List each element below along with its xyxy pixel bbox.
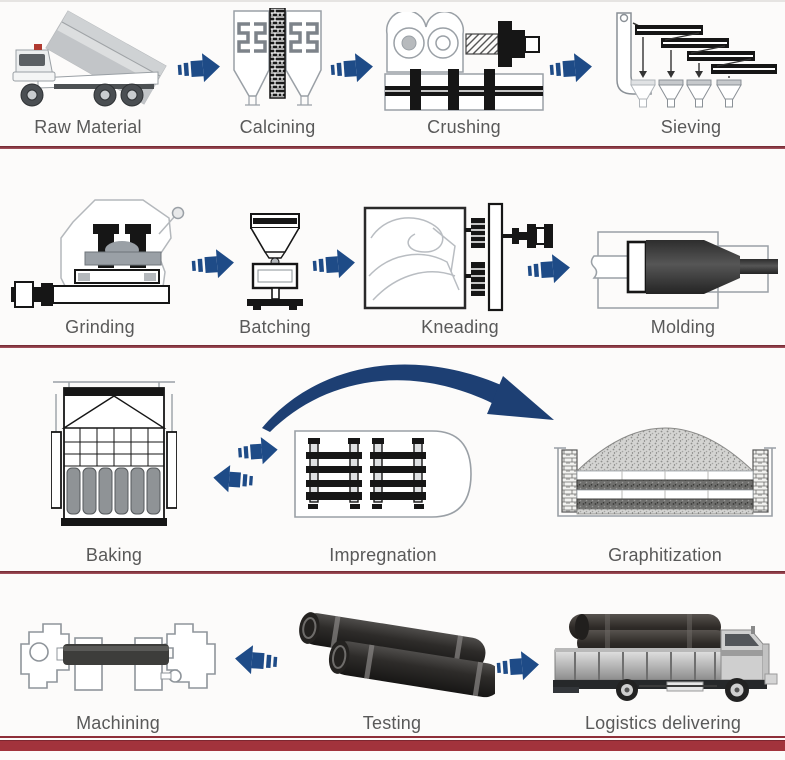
- step-label: Batching: [239, 317, 311, 337]
- machining-lathe-icon: [20, 623, 216, 691]
- delivery-truck-icon: [553, 614, 778, 702]
- step-label: Machining: [76, 713, 160, 733]
- step-sieving: Sieving: [602, 4, 780, 138]
- flow-arrow-right-icon: [177, 53, 220, 83]
- step-calcining: Calcining: [230, 6, 325, 138]
- row-divider: [0, 345, 785, 348]
- step-molding: Molding: [586, 182, 780, 338]
- step-crushing: Crushing: [380, 6, 548, 138]
- step-graphitization: Graphitization: [552, 378, 778, 566]
- step-label: Baking: [85, 545, 143, 565]
- step-baking: Baking: [50, 378, 178, 566]
- step-label: Grinding: [65, 317, 135, 337]
- batching-scale-icon: [247, 213, 303, 310]
- baking-furnace-icon: [51, 381, 177, 526]
- step-kneading: Kneading: [362, 182, 558, 338]
- step-label: Crushing: [427, 117, 501, 137]
- flow-arrow-right-icon: [191, 249, 234, 279]
- flow-arrow-left-icon: [213, 465, 253, 493]
- sieving-screens-icon: [616, 12, 777, 108]
- impregnation-autoclave-icon: [294, 430, 472, 518]
- step-label: Testing: [362, 713, 422, 733]
- step-label: Raw Material: [34, 117, 142, 137]
- step-logistics-delivering: Logistics delivering: [546, 582, 780, 734]
- kneading-mixer-icon: [363, 202, 553, 312]
- calcining-silos-icon: [233, 8, 322, 106]
- step-testing: Testing: [288, 582, 496, 734]
- row-divider: [0, 146, 785, 149]
- bottom-divider-line: [0, 736, 785, 738]
- step-label: Calcining: [239, 117, 316, 137]
- step-batching: Batching: [239, 182, 311, 338]
- flow-arrow-left-icon: [235, 645, 278, 675]
- flow-arrow-right-icon: [330, 53, 373, 83]
- grinding-mill-icon: [11, 199, 185, 308]
- step-impregnation: Impregnation: [290, 378, 476, 566]
- step-label: Kneading: [421, 317, 499, 337]
- step-label: Sieving: [660, 117, 722, 137]
- step-machining: Machining: [16, 582, 220, 734]
- roller-crusher-icon: [383, 12, 544, 111]
- extrusion-press-icon: [590, 231, 778, 309]
- flow-arrow-right-icon: [312, 249, 355, 279]
- flow-arrow-right-icon: [527, 254, 570, 284]
- flow-arrow-right-icon: [238, 437, 278, 465]
- flow-arrow-right-icon: [549, 53, 592, 83]
- bottom-accent-bar: [0, 740, 785, 751]
- graphitization-furnace-icon: [554, 427, 776, 517]
- flow-arrow-right-icon: [496, 651, 539, 681]
- row-divider: [0, 571, 785, 574]
- curved-flow-arrow-icon: [262, 364, 554, 432]
- step-label: Logistics delivering: [584, 713, 742, 733]
- dump-truck-icon: [12, 10, 167, 107]
- graphite-electrodes-icon: [299, 612, 495, 698]
- step-label: Impregnation: [329, 545, 437, 565]
- step-grinding: Grinding: [10, 182, 190, 338]
- step-raw-material: Raw Material: [8, 6, 168, 138]
- step-label: Molding: [650, 317, 716, 337]
- step-label: Graphitization: [608, 545, 722, 565]
